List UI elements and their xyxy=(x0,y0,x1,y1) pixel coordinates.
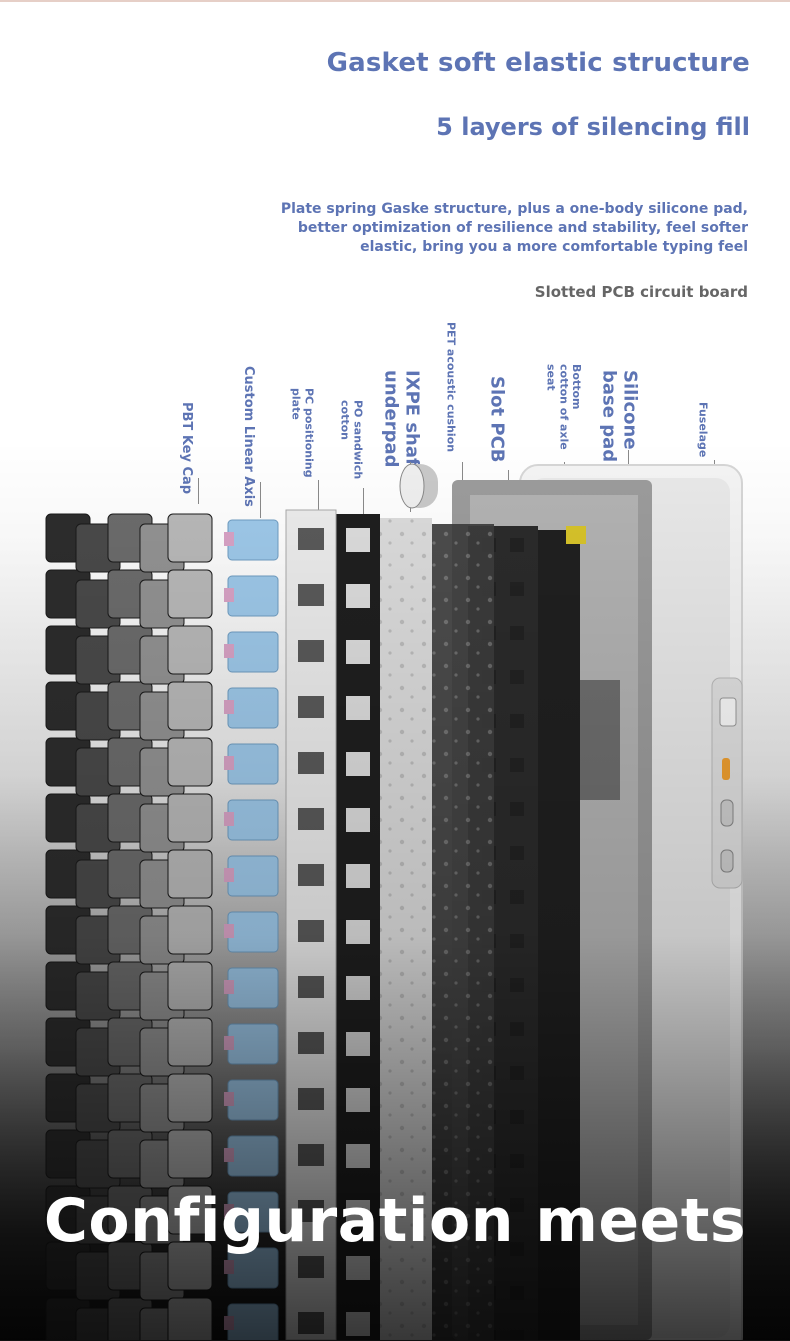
top-divider xyxy=(0,0,790,2)
description-line: better optimization of resilience and st… xyxy=(297,220,748,236)
description-line: Plate spring Gaske structure, plus a one… xyxy=(280,201,748,217)
label-bottom-cotton: Bottom cotton of axle seat xyxy=(544,364,583,450)
label-silicone: Silicone base pad xyxy=(598,370,641,463)
label-pet: PET acoustic cushion xyxy=(444,322,458,453)
bottom-shade xyxy=(0,440,790,1340)
label-silicone-line: base pad xyxy=(598,370,620,463)
keyboard-exploded-view xyxy=(0,440,790,1340)
page-title: Gasket soft elastic structure xyxy=(326,48,750,78)
description: Plate spring Gaske structure, plus a one… xyxy=(228,200,748,257)
label-po-cotton-line: cotton xyxy=(338,400,352,440)
label-pc-plate-line: plate xyxy=(289,388,303,420)
label-silicone-line: Silicone xyxy=(619,370,641,450)
label-bottom-cotton-line: seat xyxy=(544,364,558,391)
footer-title: Configuration meets xyxy=(43,1186,747,1256)
label-bottom-cotton-line: cotton of axle xyxy=(557,364,571,450)
page-subtitle: 5 layers of silencing fill xyxy=(436,113,750,141)
description-line: elastic, bring you a more comfortable ty… xyxy=(360,239,748,255)
pcb-caption: Slotted PCB circuit board xyxy=(534,283,748,301)
label-bottom-cotton-line: Bottom xyxy=(569,364,583,410)
